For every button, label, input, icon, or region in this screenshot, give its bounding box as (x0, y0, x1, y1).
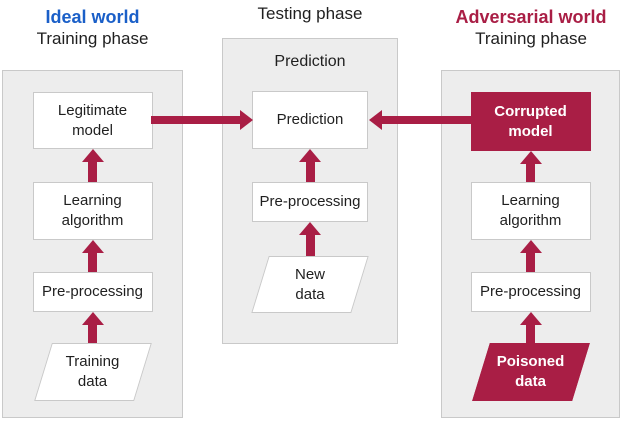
arrowhead-left-icon (369, 110, 382, 130)
node-corrupted-model: Corrupted model (470, 92, 591, 151)
arrow-up-newdata-to-preprocessing (299, 222, 321, 256)
prediction-heading: Prediction (274, 53, 346, 70)
panel-adversarial-training: Corrupted model Learning algorithm Pre-p… (441, 70, 620, 418)
arrow-up-preprocessing-to-algorithm-adversarial (519, 240, 542, 272)
node-training-data: Training data (33, 343, 152, 401)
arrowhead-up-icon (299, 222, 321, 235)
adversarial-world-header: Adversarial world Training phase (442, 6, 620, 49)
arrow-up-algorithm-to-model-ideal (81, 149, 104, 182)
adversarial-world-title: Adversarial world (455, 7, 607, 27)
ideal-training-phase-label: Training phase (36, 29, 149, 48)
panel-ideal-training: Legitimate model Learning algorithm Pre-… (2, 70, 183, 418)
adversarial-training-phase-label: Training phase (475, 29, 587, 48)
arrowhead-up-icon (519, 240, 542, 253)
arrow-up-algorithm-to-model-adversarial (519, 151, 542, 182)
arrowhead-up-icon (81, 240, 104, 253)
node-new-data: New data (251, 256, 369, 313)
ideal-world-header: Ideal world Training phase (2, 6, 183, 49)
arrowhead-up-icon (81, 312, 104, 325)
node-preprocessing-testing: Pre-processing (252, 182, 368, 222)
panel-testing: Prediction Prediction Pre-processing New… (222, 38, 398, 344)
node-legitimate-model: Legitimate model (32, 92, 153, 149)
arrowhead-up-icon (519, 312, 542, 325)
node-prediction: Prediction (252, 91, 368, 149)
node-learning-algorithm-ideal: Learning algorithm (32, 182, 153, 240)
arrowhead-up-icon (81, 149, 104, 162)
arrow-up-preprocessing-to-prediction (299, 149, 321, 182)
node-poisoned-data: Poisoned data (471, 343, 590, 401)
arrow-legitimate-model-to-prediction (151, 110, 253, 130)
arrowhead-up-icon (519, 151, 542, 164)
testing-phase-title: Testing phase (257, 4, 363, 23)
testing-phase-header: Testing phase (222, 3, 398, 24)
arrow-up-data-to-preprocessing-ideal (81, 312, 104, 343)
node-learning-algorithm-adversarial: Learning algorithm (470, 182, 591, 240)
arrow-corrupted-model-to-prediction (369, 110, 471, 130)
arrow-up-preprocessing-to-algorithm-ideal (81, 240, 104, 272)
node-preprocessing-ideal: Pre-processing (32, 272, 153, 312)
arrow-up-data-to-preprocessing-adversarial (519, 312, 542, 343)
arrowhead-up-icon (299, 149, 321, 162)
node-preprocessing-adversarial: Pre-processing (470, 272, 591, 312)
arrowhead-right-icon (240, 110, 253, 130)
ideal-world-title: Ideal world (45, 7, 140, 27)
